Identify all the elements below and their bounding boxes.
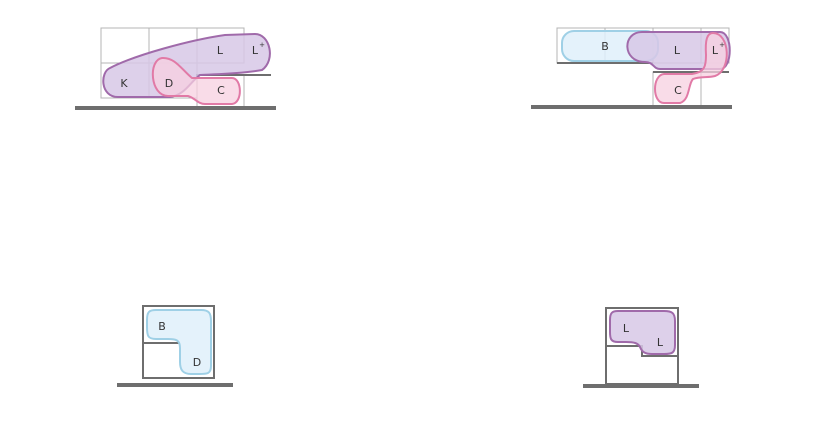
zone-label-l-plus: L [712, 44, 719, 57]
zone-label-l-plus-sup: + [259, 41, 265, 49]
zone-label-d: D [193, 356, 201, 369]
zone-label-k: K [120, 77, 128, 90]
zone-label-c: C [217, 84, 225, 97]
zone-label-l: L [674, 44, 681, 57]
zone-dining-closet [151, 56, 241, 105]
zone-label-c: C [674, 84, 682, 97]
diagram-bottom-left: B D [117, 305, 233, 387]
zone-label-l-plus-sup: + [719, 41, 725, 49]
diagram-bottom-right: L L [583, 307, 699, 388]
diagram-top-right: B L L + C [531, 27, 732, 109]
diagram-top-left: K D L L + C [75, 27, 276, 110]
zone-bedroom-dining [146, 309, 212, 375]
zone-label-b: B [601, 40, 609, 53]
zone-label-l-lower: L [657, 336, 664, 349]
zone-living [626, 31, 731, 70]
zone-label-l-plus: L [252, 44, 259, 57]
zone-label-l-upper: L [623, 322, 630, 335]
zone-label-b: B [158, 320, 166, 333]
zone-living-split-level [609, 310, 676, 355]
zone-label-l: L [217, 44, 224, 57]
zone-living-kitchen [102, 32, 271, 98]
zone-label-d: D [165, 77, 173, 90]
zone-living-plus-closet [654, 31, 728, 104]
